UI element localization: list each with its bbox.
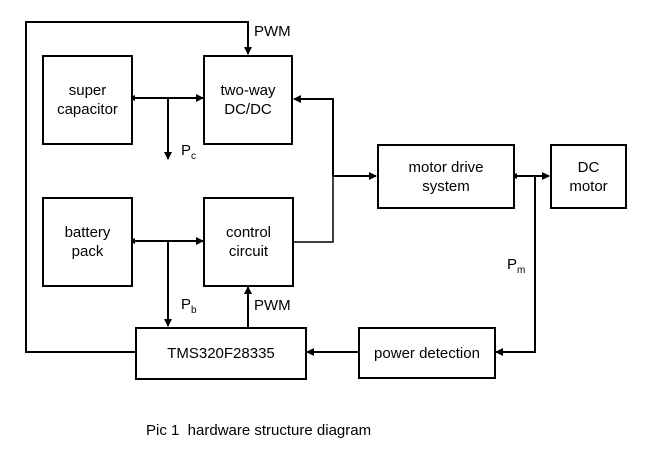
- pc-sub: c: [191, 151, 197, 162]
- block-label: battery: [64, 224, 111, 241]
- pc-main: P: [181, 142, 192, 159]
- block-label: power detection: [374, 344, 480, 362]
- block-label: pack: [71, 243, 104, 260]
- pm-main: P: [507, 256, 518, 273]
- super-capacitor-block: super capacitor: [42, 55, 133, 145]
- pb-label: Pb: [181, 297, 197, 319]
- block-label: circuit: [228, 243, 269, 260]
- bus-to-dcdc-line: [293, 95, 334, 176]
- pm-line: [495, 176, 536, 356]
- block-label: TMS320F28335: [167, 345, 275, 362]
- pb-main: P: [181, 296, 192, 313]
- battery-pack-block: battery pack: [42, 197, 133, 287]
- pb-sub: b: [191, 305, 197, 316]
- pwm-loop-line: [25, 21, 252, 353]
- pwm-top-label: PWM: [254, 23, 291, 40]
- control-to-bus-line: [293, 176, 334, 243]
- block-label: DC/DC: [224, 101, 272, 118]
- pm-sub: m: [517, 265, 526, 276]
- pc-label: Pc: [181, 143, 196, 165]
- pwm-bottom-label: PWM: [254, 297, 291, 314]
- pm-label: Pm: [507, 257, 525, 279]
- block-label: control: [225, 224, 272, 241]
- block-label: two-way: [220, 82, 276, 99]
- tms-controller-block: TMS320F28335: [135, 327, 307, 380]
- block-label: system: [422, 177, 470, 195]
- block-label: DC: [577, 158, 600, 176]
- block-label: motor: [569, 177, 608, 195]
- block-label: capacitor: [57, 101, 118, 118]
- power-detection-block: power detection: [358, 327, 496, 379]
- block-label: super: [68, 82, 107, 99]
- control-circuit-block: control circuit: [203, 197, 294, 287]
- block-label: motor drive: [408, 158, 484, 176]
- figure-caption: Pic 1 hardware structure diagram: [146, 422, 372, 439]
